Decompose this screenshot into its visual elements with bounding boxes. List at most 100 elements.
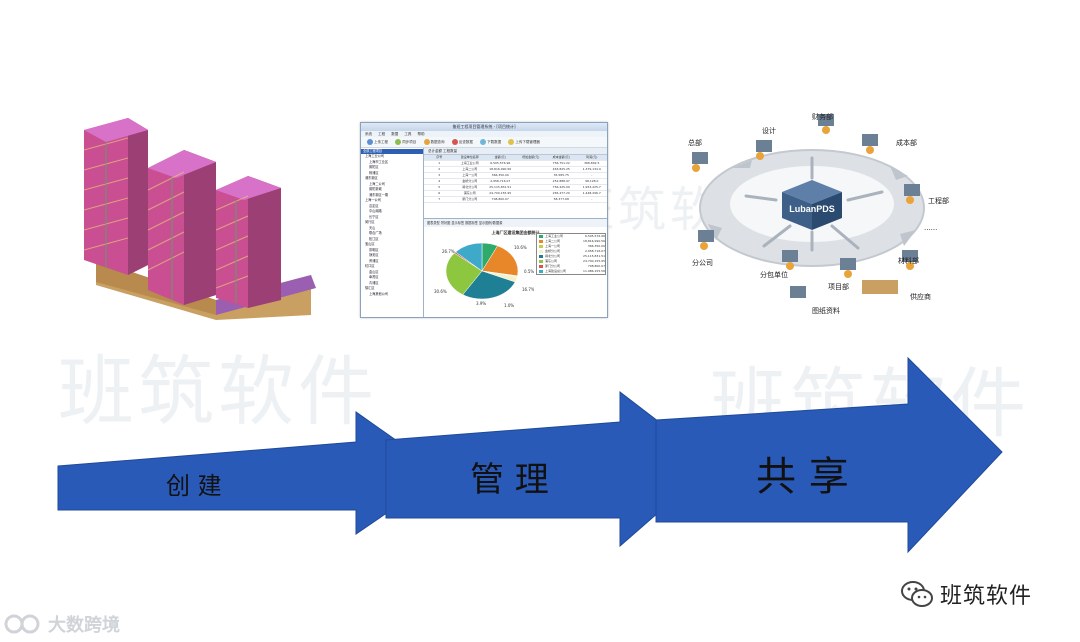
tree-item[interactable]: 虹口区 [365, 264, 375, 268]
node-project: 项目部 [828, 283, 849, 291]
table-cell: 闸北分公司 [462, 185, 478, 189]
step-manage-label: 管 理 [470, 460, 549, 500]
toolbar: 上传工程 同步项目 数据查询 反查数据 下载数据 上传下载管理器 [361, 137, 607, 148]
center-label: LubanPDS [789, 204, 835, 214]
legend-name: 上海二公司 [545, 239, 561, 243]
node-headquarters: 总部 [688, 139, 702, 147]
pie-label: 10.6% [514, 245, 527, 250]
upload-icon [367, 139, 373, 145]
node-subcontractor: 分包单位 [760, 271, 788, 279]
arrow-share [655, 356, 1003, 554]
pie-slice [455, 242, 483, 272]
table-cell: 18,816,990.56 [489, 167, 512, 171]
tree-item[interactable]: 闵行区 [365, 220, 375, 224]
tree-item[interactable]: 宝山区 [365, 242, 375, 246]
table-cell: 2 [438, 167, 441, 171]
tree-item[interactable]: 杨浦区 [369, 170, 379, 175]
legend-name: 上海建设总公司 [545, 269, 567, 273]
tree-item[interactable]: 全部工程项目 [361, 148, 423, 154]
tree-item[interactable]: 天山 [369, 225, 376, 230]
tree-item[interactable]: 浦东新区 [365, 176, 378, 180]
table-cell: 上海工业公司 [460, 161, 479, 165]
tree-item[interactable]: 中山南路 [369, 209, 382, 213]
tree-item[interactable]: 普陀新城 [369, 187, 382, 191]
grid-header-cell: 利润(元) [586, 155, 598, 159]
menu-bar: 系统 工程 数据 工具 帮助 [361, 131, 607, 137]
table-cell: 1 [438, 161, 441, 165]
pie-label: 3.9% [476, 301, 486, 306]
grid-header: 序号建设单位名称金额(元)增加金额(元)成本金额(元)利润(元) [424, 155, 607, 161]
pie-chart: 26.7%10.6%16.7%30.6%3.9%1.0%0.5% [434, 242, 534, 308]
chart-toolbar: 图表类型 饼状图 显示标签 数据标签 显示图例/数据源 [424, 219, 607, 227]
tree-item[interactable]: 浦东新区一期 [369, 192, 389, 197]
toolbar-item: 反查数据 [451, 137, 473, 147]
tree-item[interactable]: 上海市工业区 [369, 159, 389, 164]
toolbar-item: 数据查询 [423, 137, 445, 147]
tree-item[interactable]: 上海二公司 [369, 181, 385, 186]
table-cell: 上海一公司 [462, 173, 478, 177]
tree-item[interactable]: 联合广场 [369, 231, 382, 235]
legend-value: 25,115,831.51 [583, 254, 605, 258]
main-panel: 总计金额 工程数量 序号建设单位名称金额(元)增加金额(元)成本金额(元)利润(… [424, 148, 607, 317]
table-cell: 35,585.75 [553, 173, 569, 177]
sync-icon [395, 139, 402, 145]
tree-item[interactable]: 崇明区 [369, 247, 379, 252]
wechat-icon [901, 581, 933, 607]
table-cell: 2,958,716.07 [490, 179, 511, 183]
tree-item[interactable]: 普陀区 [369, 165, 379, 169]
legend-swatch [539, 265, 543, 268]
table-cell: 25,115,831.51 [489, 185, 512, 189]
step-create-label: 创 建 [166, 472, 222, 500]
table-cell: 24,700,155.95 [489, 191, 512, 195]
download-icon [480, 139, 487, 145]
grid-header-cell: 金额(元) [494, 155, 506, 159]
tree-item[interactable]: 松江区 [369, 236, 379, 241]
pie-slice [462, 270, 516, 300]
tree-item[interactable]: 上海其他公司 [369, 291, 389, 296]
tree-item[interactable]: 长宁区 [369, 214, 379, 219]
tree-item[interactable]: 黄浦区 [369, 258, 379, 263]
tree-item[interactable]: 上海一公司 [365, 198, 381, 202]
pie-label: 1.0% [504, 303, 514, 308]
table-cell: - [591, 173, 593, 177]
node-branch: 分公司 [692, 259, 713, 267]
tree-item[interactable]: 徐汇区 [365, 286, 375, 290]
tree-item[interactable]: 嘉定区 [369, 203, 379, 208]
watermark-text-left: 班筑软件 [58, 347, 378, 436]
pie-slice [481, 245, 519, 277]
tree-item[interactable]: 奉贤区 [369, 275, 379, 279]
tree-item[interactable]: 上海工业公司 [365, 154, 385, 158]
legend-swatch [539, 235, 543, 238]
legend-swatch [539, 250, 543, 253]
grid-header-cell: 建设单位名称 [460, 155, 479, 159]
table-cell: 金桥分公司 [462, 179, 478, 183]
table-cell: 1,448,296.7 [582, 191, 601, 195]
grid-header-cell: 增加金额(元) [522, 155, 540, 159]
table-cell: 58,377.68 [553, 197, 569, 201]
tree-item[interactable]: 青浦区 [369, 280, 379, 285]
grid-header-cell: 序号 [436, 155, 443, 159]
pie-label: 16.7% [522, 287, 534, 292]
node-materials: 材料部 [898, 257, 919, 265]
window-title: 鲁班工程项目管理系统 - [项目统计] [361, 123, 607, 131]
tree-item[interactable]: 静安区 [369, 253, 379, 257]
step-share-label: 共 享 [756, 454, 849, 500]
table-cell: 6,505,576.96 [490, 161, 511, 165]
software-window: 鲁班工程项目管理系统 - [项目统计] 系统 工程 数据 工具 帮助 上传工程 … [360, 122, 608, 318]
tree-item[interactable]: 金山区 [369, 269, 379, 274]
toolbar-item: 同步项目 [395, 137, 416, 147]
